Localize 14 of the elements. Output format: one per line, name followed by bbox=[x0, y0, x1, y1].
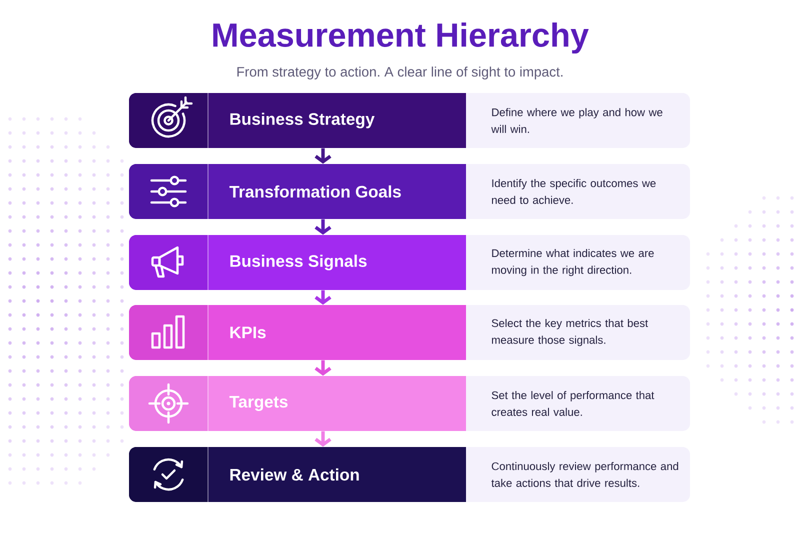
step-bar: Transformation Goals bbox=[129, 164, 466, 220]
step-bar: Business Strategy bbox=[129, 92, 466, 148]
description-panel: Set the level of performance that creates real value. bbox=[466, 376, 690, 431]
subtitle: From strategy to action. A clear line of sight to impact. bbox=[237, 66, 562, 80]
description-panel: Identify the specific outcomes we need to achieve. bbox=[466, 164, 690, 219]
description-panel: Define where we play and how we will win. bbox=[466, 93, 690, 148]
description-panel: Select the key metrics that best measure those signals. bbox=[466, 305, 690, 360]
description-panel: Determine what indicates we are moving in the right direction. bbox=[466, 235, 690, 290]
description-panel: Continuously review performance and take actions that drive results. bbox=[466, 447, 690, 502]
title: Measurement Hierarchy bbox=[213, 22, 589, 54]
step-bar: Review & Action bbox=[129, 446, 466, 502]
step-bar: Business Signals bbox=[129, 234, 466, 290]
step-bar: Targets bbox=[129, 376, 466, 432]
step-bar: KPIs bbox=[129, 304, 466, 360]
